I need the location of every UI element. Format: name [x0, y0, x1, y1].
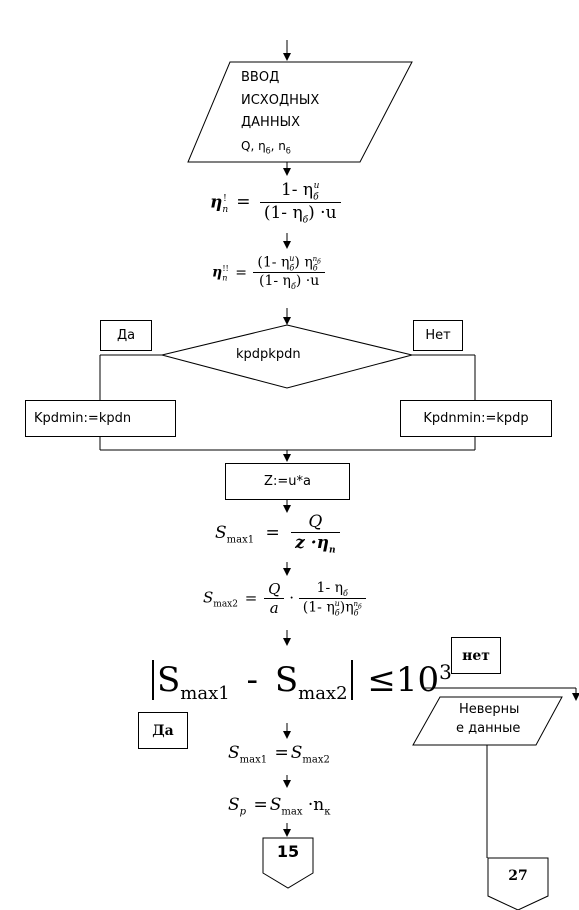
decision2-yes-label: Да	[138, 712, 188, 749]
error-parallelogram	[412, 696, 563, 746]
formula-smax-assign: Smax1 =Smax2	[228, 743, 330, 766]
input-params: Q, ηб, nб	[241, 139, 291, 156]
branch-left-box: Kpdmin:=kpdn	[25, 400, 176, 437]
error-line1: Неверны	[459, 702, 520, 717]
formula-eta-n1: ηп! = 1- ηбu (1- ηб) ·u	[210, 180, 341, 226]
input-title-line1: ВВОД	[241, 70, 280, 85]
decision1-text: kpdpkpdn	[236, 347, 301, 362]
decision2-no-label: нет	[451, 637, 501, 674]
formula-smax1: Smax1 = Q z ·ηп	[215, 512, 340, 555]
decision1-yes-label: Да	[100, 320, 152, 351]
assign-z-box: Z:=u*a	[225, 463, 350, 500]
error-line2: е данные	[456, 721, 521, 736]
input-title-line2: ИСХОДНЫХ	[241, 93, 320, 108]
formula-eta-n2: ηп!! = (1- ηбu) ηбnб (1- ηб) ·u	[212, 254, 325, 291]
connector-27-shape	[487, 857, 549, 910]
connector-15-shape	[262, 837, 314, 889]
formula-sp: Sp =Smax ·nк	[228, 795, 331, 818]
connector-27-label: 27	[508, 868, 528, 884]
formula-smax2: Smax2 = Q a · 1- ηб (1- ηбu)ηбnб	[203, 580, 366, 617]
decision-diamond	[161, 324, 413, 389]
decision1-no-label: Нет	[413, 320, 463, 351]
input-title-line3: ДАННЫХ	[241, 115, 300, 130]
connector-15-label: 15	[276, 842, 300, 861]
branch-right-box: Kpdnmin:=kpdp	[400, 400, 552, 437]
input-parallelogram	[187, 61, 413, 163]
decision2-inequality: Smax1 - Smax2 ≤103	[152, 652, 452, 714]
